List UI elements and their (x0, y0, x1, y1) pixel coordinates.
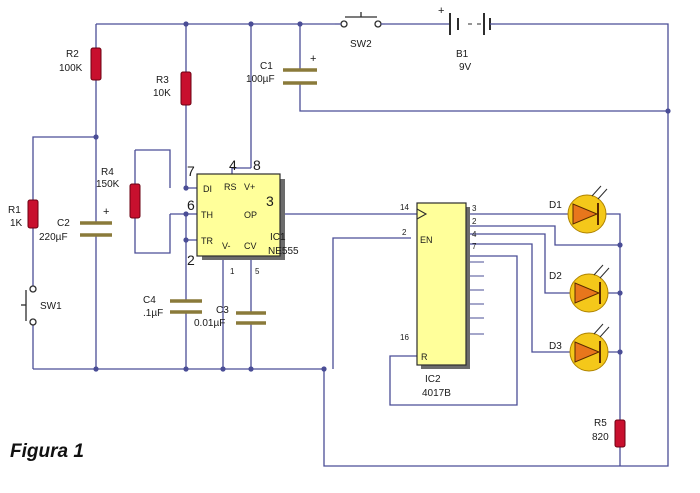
ic1-pin-6: 6 (187, 197, 195, 213)
ic1-pin-dis-label: DI (203, 184, 212, 194)
ic2-pin-7: 7 (472, 242, 477, 251)
c4-value: .1µF (143, 308, 163, 319)
c3-ref: C3 (216, 305, 229, 316)
d1-ref: D1 (549, 200, 562, 211)
ic2-part: 4017B (422, 388, 451, 399)
ic1-pin-rs-label: RS (224, 182, 237, 192)
ic2-pin-14: 14 (400, 203, 409, 212)
ic1-pin-8: 8 (253, 157, 261, 173)
r2-ref: R2 (66, 49, 79, 60)
ic1-pin-4: 4 (229, 157, 237, 173)
figure-caption: Figura 1 (10, 441, 84, 462)
switch-sw2 (335, 12, 385, 28)
ic1-ne555 (196, 173, 285, 260)
ic1-pin-5: 5 (255, 267, 260, 276)
ic1-pin-th-label: TH (201, 210, 213, 220)
b1-value: 9V (459, 62, 472, 73)
ic1-ref: IC1 (270, 232, 286, 243)
led-d1 (567, 185, 608, 234)
resistor-r2 (90, 47, 102, 81)
ic1-pin-3: 3 (266, 193, 274, 209)
resistor-r5 (614, 419, 626, 448)
r3-value: 10K (153, 88, 171, 99)
svg-text:+: + (310, 53, 316, 65)
ic1-pin-7: 7 (187, 163, 195, 179)
ic2-pin-2-in: 2 (402, 228, 407, 237)
ic2-4017b (416, 202, 470, 369)
ic2-pin-4: 4 (472, 230, 477, 239)
ic2-pin-r-label: R (421, 352, 428, 362)
r2-value: 100K (59, 63, 83, 74)
c1-ref: C1 (260, 61, 273, 72)
c4-ref: C4 (143, 295, 156, 306)
ic2-pin-3: 3 (472, 204, 477, 213)
r4-ref: R4 (101, 167, 114, 178)
ic2-ref: IC2 (425, 374, 441, 385)
r1-value: 1K (10, 218, 23, 229)
led-d3 (569, 323, 610, 372)
ic1-pin-vplus-label: V+ (244, 182, 255, 192)
led-d2 (569, 264, 610, 313)
c3-value: 0.01µF (194, 318, 225, 329)
ic2-pin-16: 16 (400, 333, 409, 342)
svg-text:+: + (438, 5, 444, 17)
c2-value: 220µF (39, 232, 68, 243)
svg-text:+: + (103, 206, 109, 218)
ic1-pin-1: 1 (230, 267, 235, 276)
ic1-part: NE555 (268, 246, 299, 257)
switch-sw1 (21, 285, 37, 326)
resistor-r4 (129, 183, 141, 219)
r5-ref: R5 (594, 418, 607, 429)
r1-ref: R1 (8, 205, 21, 216)
battery-b1: + (430, 5, 495, 35)
sw2-ref: SW2 (350, 39, 372, 50)
junction-dots (93, 21, 671, 372)
c1-value: 100µF (246, 74, 275, 85)
b1-ref: B1 (456, 49, 469, 60)
r5-value: 820 (592, 432, 609, 443)
sw1-ref: SW1 (40, 301, 62, 312)
r3-ref: R3 (156, 75, 169, 86)
ic2-pin-2-out: 2 (472, 217, 477, 226)
resistor-r3 (180, 71, 192, 106)
r4-value: 150K (96, 179, 120, 190)
d2-ref: D2 (549, 271, 562, 282)
ic1-pin-vminus-label: V- (222, 241, 231, 251)
wires (32, 23, 669, 467)
c2-ref: C2 (57, 218, 70, 229)
ic1-pin-tr-label: TR (201, 236, 213, 246)
capacitor-c1: + (283, 53, 317, 85)
ic1-pin-cv-label: CV (244, 241, 257, 251)
ic1-pin-op-label: OP (244, 210, 257, 220)
capacitor-c3 (236, 311, 266, 325)
capacitor-c4 (170, 299, 202, 314)
d3-ref: D3 (549, 341, 562, 352)
resistor-r1 (27, 199, 39, 229)
ic2-pin-en-label: EN (420, 235, 433, 245)
capacitor-c2: + (80, 206, 112, 237)
ic1-pin-2: 2 (187, 252, 195, 268)
